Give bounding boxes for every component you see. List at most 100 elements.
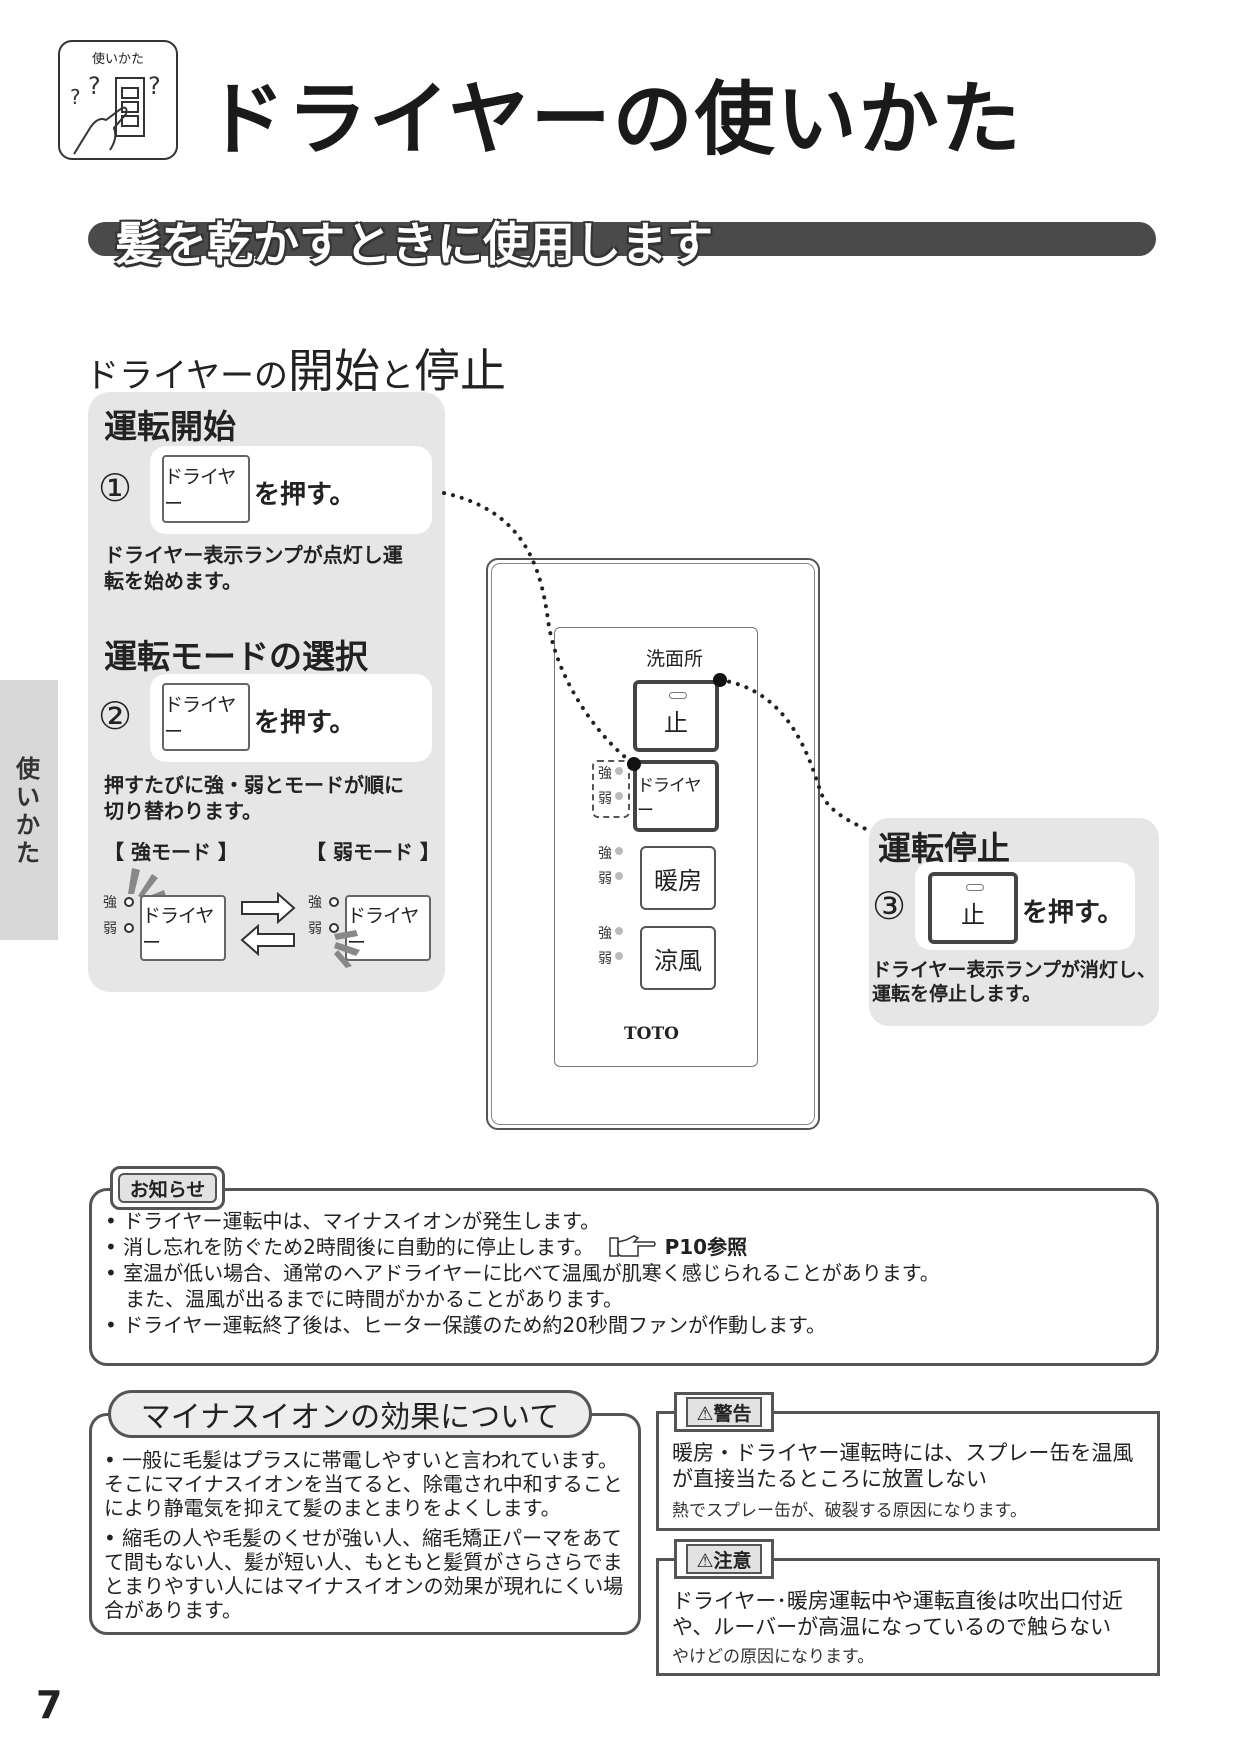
desc-line: ドライヤー表示ランプが点灯し運 [104,543,403,567]
dryer-button-illustration: ドライヤー [162,683,250,751]
usage-icon: 使いかた ? ? ? [58,40,178,160]
weak-label: 弱 [308,921,322,937]
notice-item-text: • 消し忘れを防ぐため2時間後に自動的に停止します。 [105,1235,594,1259]
remote-plate-inner-edge [491,563,815,1125]
caution-tab: ⚠注意 [674,1539,774,1579]
ion-paragraph: • 一般に毛髪はプラスに帯電しやすいと言われています。そこにマイナスイオンを当て… [104,1448,623,1520]
weak-mode-label: 【 弱モード 】 [306,840,440,864]
notice-item: • ドライヤー運転終了後は、ヒーター保護のため約20秒間ファンが作動します。 [105,1313,827,1337]
notice-item: • 消し忘れを防ぐため2時間後に自動的に停止します。 P10参照 [105,1234,940,1260]
warning-label: ⚠警告 [686,1397,762,1427]
svg-text:?: ? [88,72,101,100]
lamp-glow-icon [334,930,360,968]
push-text: を押す。 [254,480,356,510]
heater-button-label: 暖房 [654,866,702,895]
weak-lamp-on [329,923,339,933]
desc-line: ドライヤー表示ランプが消灯し、 [872,959,1156,981]
push-text: を押す。 [254,708,356,738]
strong-lamp-on [124,897,134,907]
start-heading: 運転開始 [104,407,236,446]
page-title: ドライヤーの使いかた [205,73,1023,166]
banner-title: 髪を乾かすときに使用します [115,217,713,271]
notice-item: • ドライヤー運転中は、マイナスイオンが発生します。 [105,1209,601,1233]
heading-part: と [379,356,414,396]
brand-logo: TOTO [624,1024,679,1044]
desc-line: 切り替わります。 [104,799,262,823]
notice-tab-label: お知らせ [118,1173,217,1203]
step3-number: ③ [872,884,907,928]
weak-label: 弱 [598,951,612,967]
heading-part: 開始 [287,344,380,398]
step2-number: ② [98,694,133,738]
remote-stop-button[interactable]: 止 [633,680,719,752]
cool-button-label: 涼風 [654,946,702,975]
strong-lamp [615,927,623,935]
weak-lamp [615,792,623,800]
hand-pressing-switch-icon: ? ? ? [70,72,161,155]
reference-link: P10参照 [664,1235,748,1259]
strong-label: 強 [308,895,322,911]
notice-item: また、温風が出るまでに時間がかかることがあります。 [105,1287,623,1311]
stop-desc: ドライヤー表示ランプが消灯し、 運転を停止します。 [872,958,1156,1006]
warning-subtext: 熱でスプレー缶が、破裂する原因になります。 [672,1501,1027,1521]
strong-label: 強 [598,926,612,942]
step1-number: ① [98,466,133,510]
heading-part: 停止 [413,344,506,398]
warning-text: 暖房・ドライヤー運転時には、スプレー缶を温風が直接当たるところに放置しない [672,1441,1134,1491]
notice-list: • ドライヤー運転中は、マイナスイオンが発生します。 • 消し忘れを防ぐため2時… [105,1208,940,1338]
desc-line: 押すたびに強・弱とモードが順に [104,773,404,797]
weak-label: 弱 [103,921,117,937]
dryer-button-illustration: ドライヤー [162,455,250,523]
strong-label: 強 [598,846,612,862]
mode-desc: 押すたびに強・弱とモードが順に 切り替わります。 [104,772,404,824]
stop-indicator [669,692,687,699]
strong-mode-label: 【 強モード 】 [104,840,238,864]
strong-label: 強 [103,895,117,911]
push-text: を押す。 [1022,898,1124,928]
ion-effect-title: マイナスイオンの効果について [108,1390,592,1438]
remote-heater-button[interactable]: 暖房 [640,846,716,910]
section-heading: ドライヤーの開始と停止 [85,335,506,401]
page-number: 7 [36,1683,63,1727]
heading-part: ドライヤーの [85,356,288,396]
side-section-label: 使いかた [16,755,40,867]
ion-effect-box [89,1413,641,1635]
stop-button-illustration: 止 [928,872,1018,944]
strong-lamp [615,847,623,855]
weak-label: 弱 [598,791,612,807]
dryer-button-illustration: ドライヤー [140,895,226,961]
toggle-arrows-icon [240,891,296,956]
caution-text: ドライヤー･暖房運転中や運転直後は吹出口付近や、ルーバーが高温になっているので触… [672,1589,1123,1639]
notice-item: • 室温が低い場合、通常のヘアドライヤーに比べて温風が肌寒く感じられることがあり… [105,1261,940,1285]
strong-label: 強 [598,766,612,782]
notice-box [89,1188,1159,1366]
strong-lamp [615,767,623,775]
warning-tab: ⚠警告 [674,1392,774,1432]
stop-button-label: 止 [961,900,985,929]
side-section-tab [0,680,58,940]
pointing-hand-icon [609,1235,656,1257]
remote-location-label: 洗面所 [646,648,704,670]
stop-button-label: 止 [664,708,688,737]
caution-label: ⚠注意 [686,1544,762,1574]
stop-indicator [966,884,984,891]
weak-lamp [615,952,623,960]
start-desc: ドライヤー表示ランプが点灯し運 転を始めます。 [104,542,403,594]
desc-line: 運転を停止します。 [872,983,1042,1005]
stop-heading: 運転停止 [878,829,1010,868]
svg-text:?: ? [148,72,161,100]
strong-lamp [329,897,339,907]
weak-lamp [124,923,134,933]
desc-line: 転を始めます。 [104,569,242,593]
banner-bar [88,222,1156,256]
ion-paragraph: • 縮毛の人や毛髪のくせが強い人、縮毛矯正パーマをあてて間もない人、髪が短い人、… [104,1526,624,1622]
weak-label: 弱 [598,871,612,887]
caution-subtext: やけどの原因になります。 [672,1647,875,1667]
weak-lamp [615,872,623,880]
remote-cool-button[interactable]: 涼風 [640,926,716,990]
icon-caption: 使いかた [91,52,144,67]
remote-dryer-button[interactable]: ドライヤー [633,760,719,832]
mode-heading: 運転モードの選択 [104,637,368,676]
dryer-button-label: ドライヤー [637,776,702,821]
svg-text:?: ? [70,85,81,109]
